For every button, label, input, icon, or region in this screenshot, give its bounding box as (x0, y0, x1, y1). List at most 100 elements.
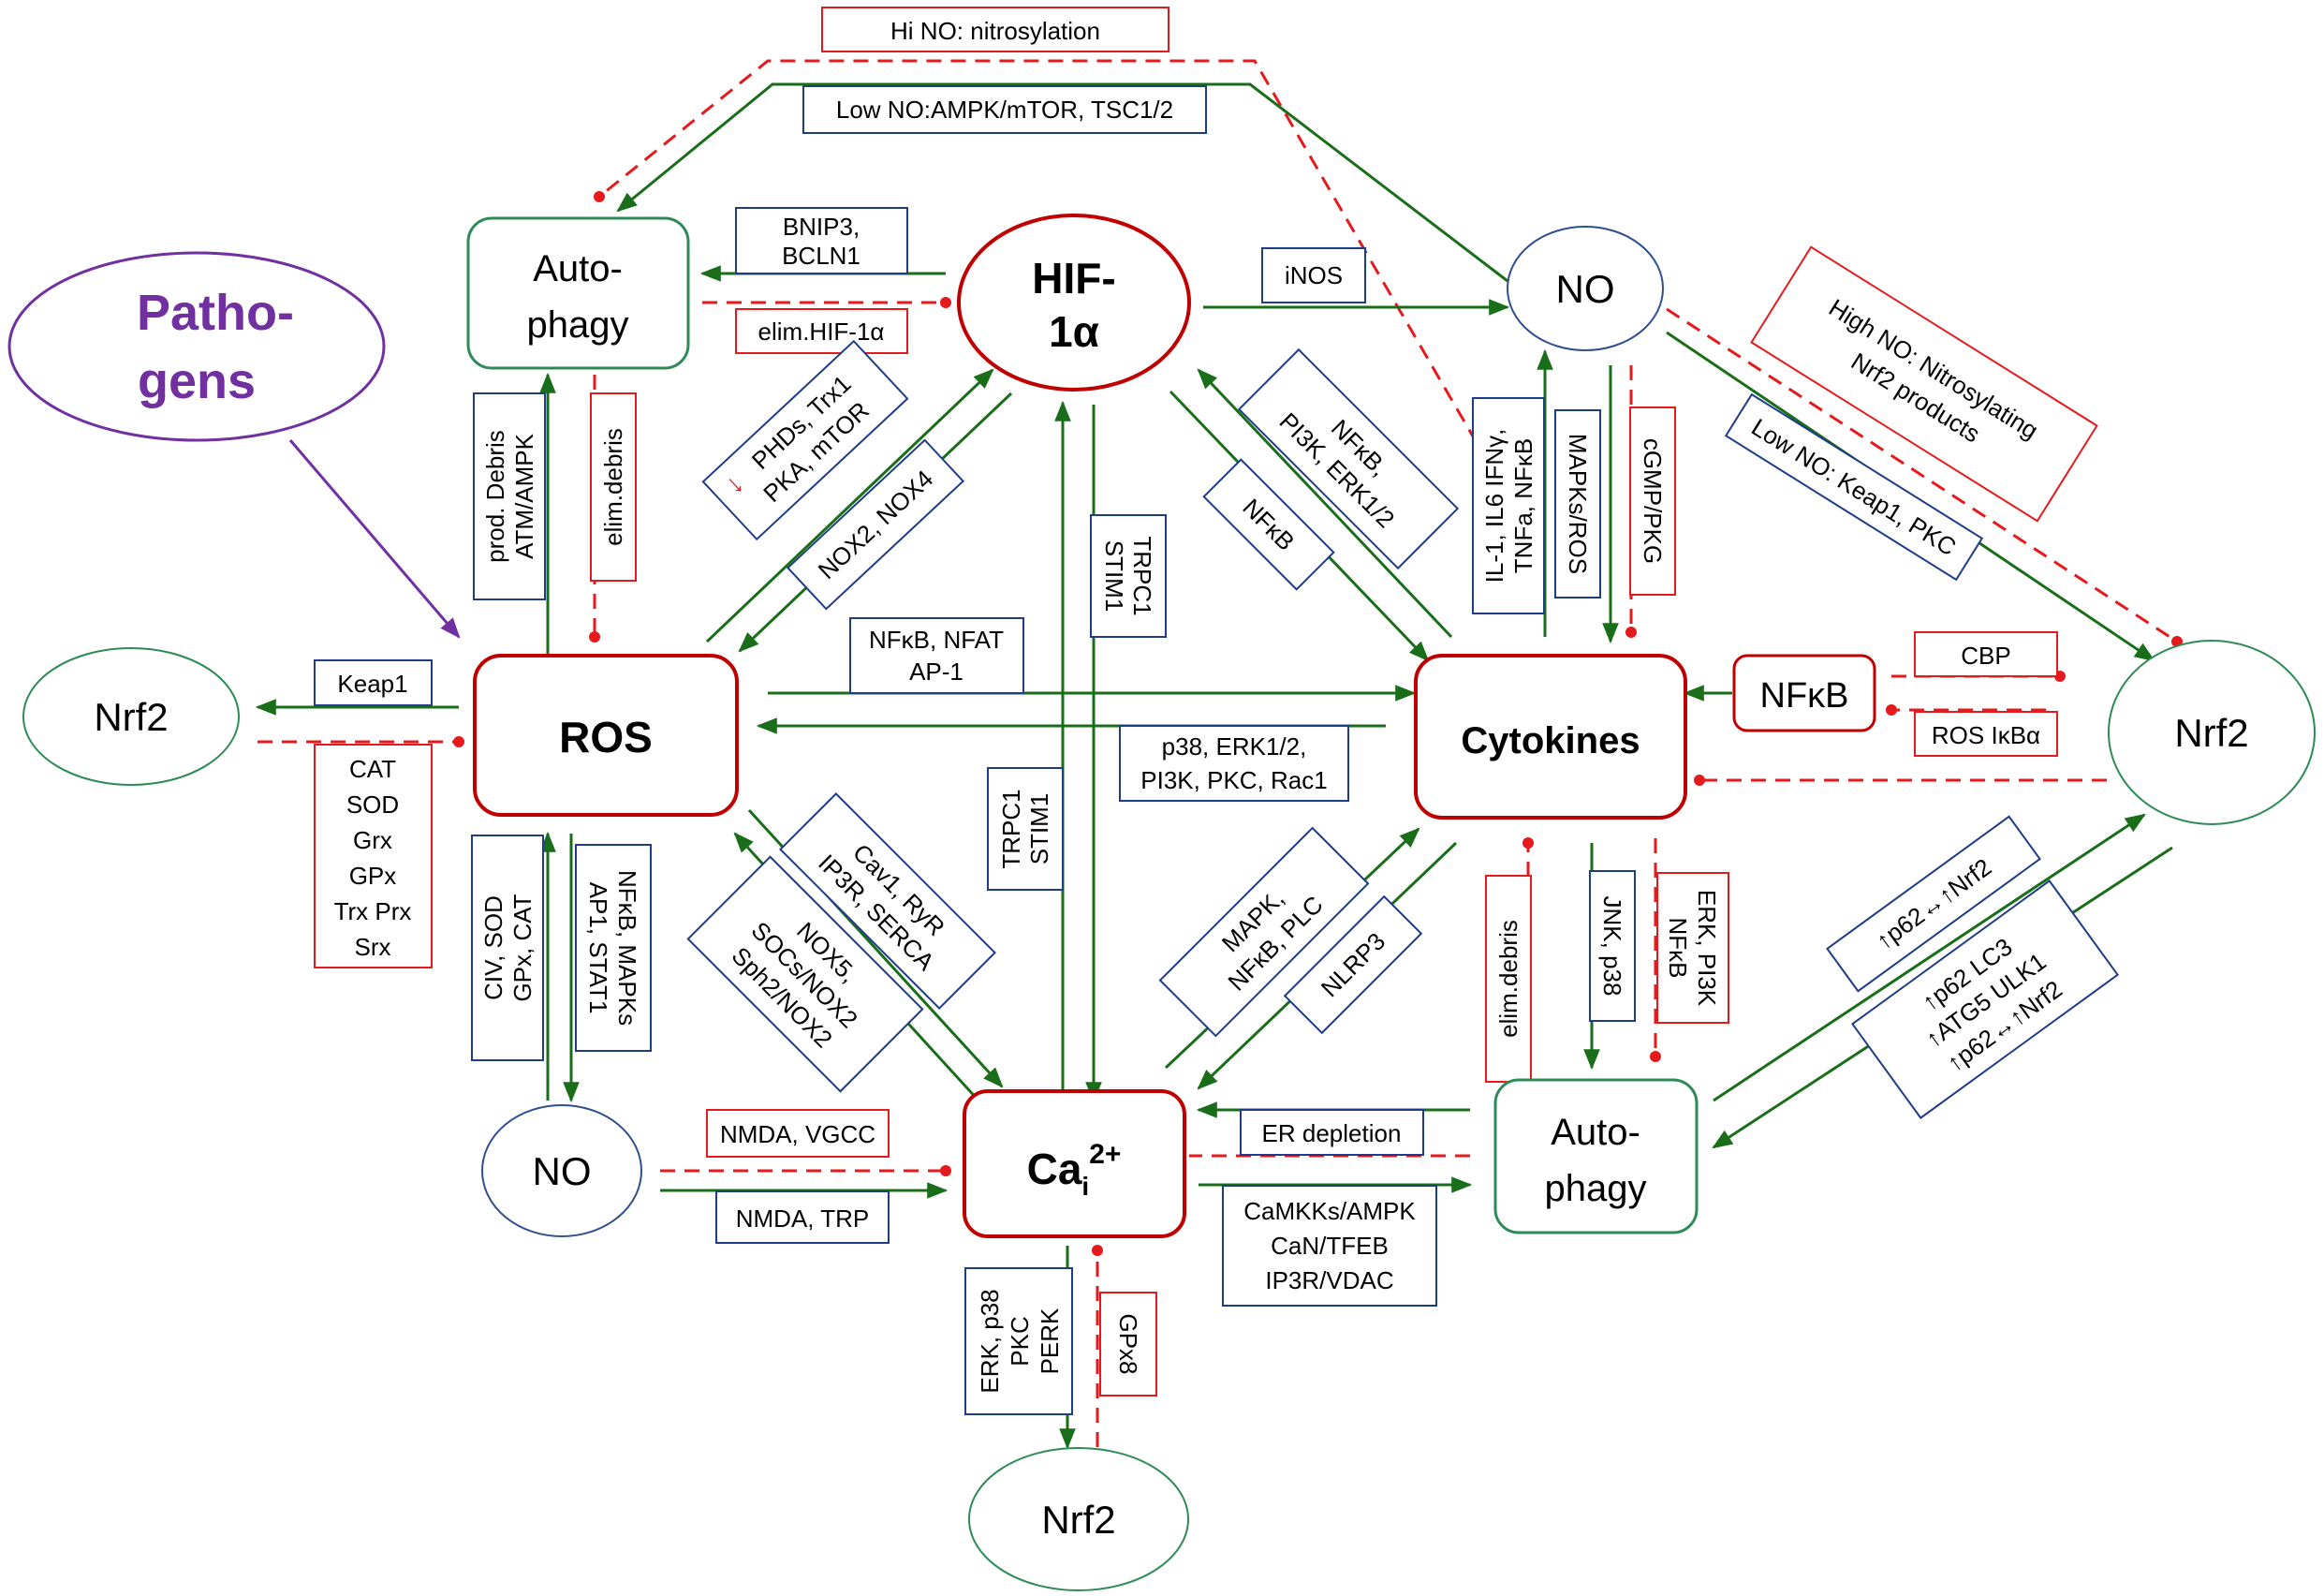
erk-pi3k-line1: ERK, PI3K (1693, 890, 1721, 1007)
no-top-text: NO (1556, 267, 1615, 311)
nmda-vgcc-label: NMDA, VGCC (706, 1109, 890, 1158)
autophagy-bottom-line2: phagy (1545, 1168, 1647, 1209)
il1-line2: TNFa, NFκB (1509, 438, 1537, 573)
nmda-trp-text: NMDA, TRP (736, 1204, 870, 1233)
erk-p38-line3: PERK (1036, 1308, 1064, 1374)
mapks-ros-label: MAPKs/ROS (1554, 409, 1601, 598)
antioxidants-label: CAT SOD Grx GPx Trx Prx Srx (314, 744, 433, 968)
p38-erk-label: p38, ERK1/2, PI3K, PKC, Rac1 (1119, 725, 1349, 802)
hi-no-label: Hi NO: nitrosylation (821, 7, 1169, 52)
nmda-trp-label: NMDA, TRP (715, 1190, 890, 1244)
nfkb-mapks-line1: NFκB, MAPKs (613, 870, 641, 1026)
ca-main-text: Ca (1027, 1145, 1082, 1193)
autophagy-top-node: Auto- phagy (466, 216, 690, 370)
p38-erk-line1: p38, ERK1/2, (1162, 732, 1307, 761)
nfkb-nfat-line1: NFκB, NFAT (869, 626, 1004, 654)
antiox-grx: Grx (353, 826, 392, 854)
erk-p38-line2: PKC (1006, 1316, 1034, 1366)
camkks-label: CaMKKs/AMPK CaN/TFEB IP3R/VDAC (1222, 1185, 1437, 1307)
p38-erk-line2: PI3K, PKC, Rac1 (1140, 766, 1327, 794)
erk-p38-line1: ERK, p38 (976, 1289, 1004, 1393)
hi-no-inhibition-line (594, 59, 1491, 465)
jnk-p38-label: JNK, p38 (1589, 870, 1636, 1022)
nfkb-mapks-label: NFκB, MAPKs AP1, STAT1 (575, 844, 652, 1052)
pathogens-line2: gens (138, 353, 256, 409)
nfkb-node: NFκB (1732, 654, 1876, 732)
nrf2-right-text: Nrf2 (2174, 711, 2248, 755)
low-no-activation-line (616, 82, 1508, 283)
elim-hif-text: elim.HIF-1α (758, 318, 885, 346)
erk-pi3k-line2: NFκB (1664, 918, 1692, 979)
low-no-text: Low NO:AMPK/mTOR, TSC1/2 (836, 96, 1173, 124)
civ-sod-line1: CIV, SOD (479, 895, 507, 1000)
ros-ikb-label: ROS IκBα (1914, 711, 2058, 757)
cgmp-label: cGMP/PKG (1629, 406, 1676, 596)
nrf2-left-text: Nrf2 (94, 695, 168, 739)
autophagy-top-line2: phagy (527, 304, 629, 346)
autophagy-to-nrf2-arrow (1713, 813, 2146, 1102)
erk-pi3k-label: ERK, PI3K NFκB (1656, 872, 1729, 1024)
hif-line2: 1α (1049, 307, 1099, 356)
nodes: HIF- 1α Auto- phagy NO Patho- gens ROS C… (7, 214, 2316, 1591)
nfkb-nfat-label: NFκB, NFAT AP-1 (849, 617, 1024, 694)
nfkb-node-text: NFκB (1760, 676, 1849, 716)
low-no-label: Low NO:AMPK/mTOR, TSC1/2 (802, 85, 1207, 134)
inos-text: iNOS (1285, 261, 1343, 289)
nrf2-bottom-text: Nrf2 (1041, 1498, 1115, 1542)
ros-to-hif-arrow (705, 368, 994, 643)
antiox-trx-prx: Trx Prx (334, 897, 412, 925)
nrf2-left-node: Nrf2 (22, 647, 240, 786)
camkks-line2: CaN/TFEB (1271, 1232, 1389, 1260)
civ-sod-line2: GPx, CAT (508, 894, 537, 1001)
elim-hif-label: elim.HIF-1α (735, 308, 908, 354)
hif-line1: HIF- (1032, 254, 1115, 303)
gpx8-label: GPx8 (1099, 1292, 1157, 1396)
camkks-line3: IP3R/VDAC (1265, 1266, 1393, 1294)
nfkb-mapks-line2: AP1, STAT1 (584, 882, 612, 1014)
keap1-text: Keap1 (337, 670, 407, 698)
ca-node: Cai2+ (963, 1089, 1186, 1238)
jnk-p38-text: JNK, p38 (1598, 896, 1626, 997)
no-nrf2-inhibition-line (1666, 307, 2183, 647)
prod-debris-line2: ATM/AMPK (510, 433, 538, 559)
bnip3-line2: BCLN1 (782, 242, 860, 270)
nmda-vgcc-text: NMDA, VGCC (720, 1120, 875, 1148)
cbp-label: CBP (1914, 631, 2058, 677)
hif-node: HIF- 1α (957, 214, 1191, 392)
trpc1-bottom-line2: STIM1 (1025, 793, 1053, 865)
elim-debris-top-label: elim.debris (590, 392, 637, 582)
camkks-line1: CaMKKs/AMPK (1243, 1197, 1416, 1225)
autophagy-top-line1: Auto- (533, 248, 623, 289)
cgmp-text: cGMP/PKG (1639, 438, 1667, 564)
antiox-srx: Srx (355, 933, 391, 961)
erk-p38-pkc-label: ERK, p38 PKC PERK (964, 1267, 1073, 1415)
ca-sup-text: 2+ (1089, 1139, 1121, 1170)
civ-sod-label: CIV, SOD GPx, CAT (471, 835, 544, 1061)
no-bottom-text: NO (533, 1149, 592, 1193)
antiox-sod: SOD (346, 791, 399, 819)
il1-label: IL-1, IL6 IFNγ, TNFa, NFκB (1472, 397, 1545, 614)
trpc1-top-line2: STIM1 (1100, 540, 1128, 613)
cytokines-text: Cytokines (1461, 720, 1640, 761)
prod-debris-line1: prod. Debris (481, 430, 509, 563)
ca-label: Cai2+ (1027, 1139, 1122, 1201)
trpc1-bottom-line1: TRPC1 (997, 789, 1025, 868)
nrf2-right-node: Nrf2 (2108, 640, 2316, 825)
bnip3-label: BNIP3, BCLN1 (735, 207, 908, 274)
no-top-node: NO (1507, 226, 1664, 351)
ros-text: ROS (559, 713, 653, 761)
ros-ikb-text: ROS IκBα (1932, 721, 2040, 749)
autophagy-bottom-line1: Auto- (1551, 1112, 1640, 1153)
mapks-ros-text: MAPKs/ROS (1564, 434, 1592, 574)
pathogens-to-ros-arrow (288, 439, 461, 639)
ca-sub-text: i (1081, 1172, 1089, 1201)
hi-no-text: Hi NO: nitrosylation (890, 17, 1100, 45)
antiox-cat: CAT (349, 755, 396, 783)
trpc1-stim1-bottom-label: TRPC1 STIM1 (987, 767, 1064, 891)
pathogens-line1: Patho- (137, 285, 294, 341)
autophagy-bottom-node: Auto- phagy (1493, 1078, 1699, 1234)
no-bottom-node: NO (481, 1104, 642, 1237)
elim-debris-bottom-text: elim.debris (1494, 920, 1522, 1038)
ros-node: ROS (473, 654, 739, 817)
